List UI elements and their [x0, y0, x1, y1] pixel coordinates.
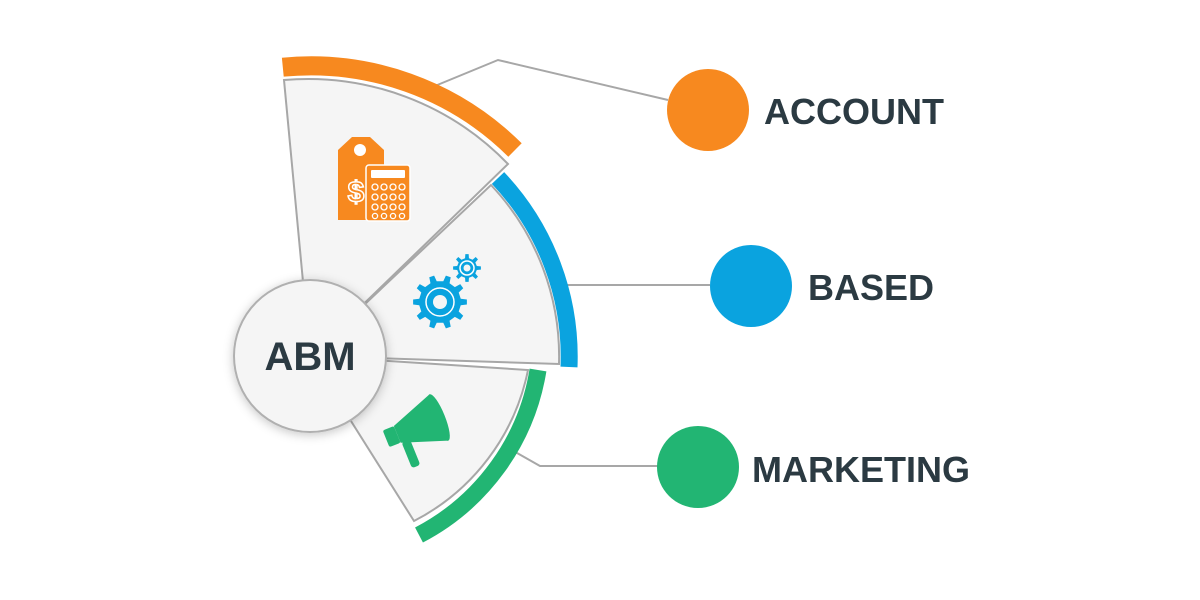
connector-marketing	[509, 448, 660, 467]
gear-ring	[459, 260, 475, 276]
connector-lines	[429, 58, 710, 467]
small-gear-icon	[453, 254, 481, 282]
segment-account-band	[281, 56, 522, 157]
gear-ring	[425, 287, 455, 317]
segment-based-band	[491, 172, 578, 368]
gear-hole	[433, 295, 447, 309]
legend-dot-based	[710, 245, 792, 327]
svg-text:$: $	[348, 176, 365, 209]
gear-hole	[463, 264, 471, 272]
gears-icon	[413, 254, 481, 329]
legend-label-marketing: MARKETING	[752, 449, 970, 490]
center-hub: ABM	[233, 279, 387, 433]
legend-account: ACCOUNT	[667, 69, 944, 151]
legend-label-account: ACCOUNT	[764, 91, 944, 132]
segment-marketing-band	[415, 368, 547, 543]
price-tag-calculator-icon: $	[338, 137, 411, 222]
large-gear-icon	[413, 275, 467, 329]
legend-marketing: MARKETING	[657, 426, 970, 508]
legend-dot-account	[667, 69, 749, 151]
connector-account	[429, 58, 669, 101]
center-label: ABM	[264, 335, 355, 379]
legend-based: BASED	[710, 245, 934, 327]
megaphone-icon	[383, 394, 450, 468]
legend-label-based: BASED	[808, 267, 934, 308]
legend-dot-marketing	[657, 426, 739, 508]
